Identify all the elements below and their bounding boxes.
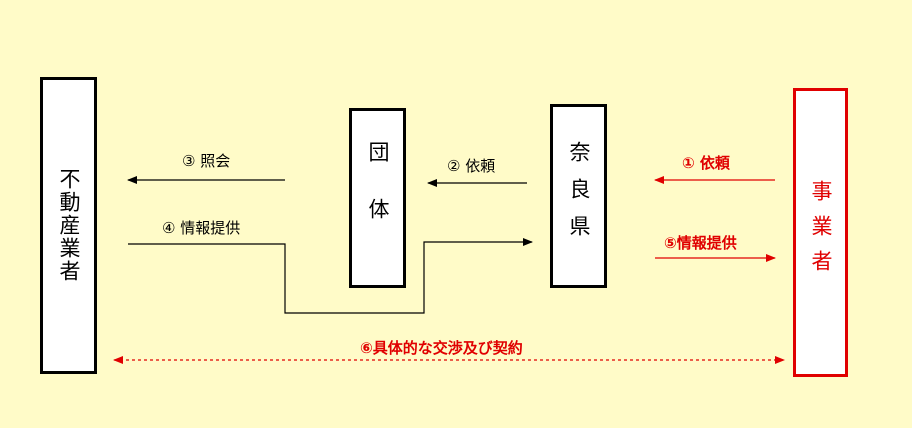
step6-label: ⑥具体的な交渉及び契約	[360, 339, 523, 357]
group-box: 団体	[349, 108, 406, 288]
realtor-box: 不動産業者	[40, 77, 97, 374]
step3-label: ③ 照会	[182, 152, 231, 170]
business-box: 事業者	[793, 88, 848, 377]
realtor-label: 不動産業者	[57, 168, 81, 283]
group-label: 団体	[366, 141, 390, 255]
step1-label: ① 依頼	[682, 154, 730, 172]
step4-arrow	[128, 238, 533, 314]
business-label: 事業者	[809, 180, 833, 285]
prefecture-box: 奈良県	[550, 104, 607, 288]
step5-label: ⑤情報提供	[664, 234, 737, 252]
step2-label: ② 依頼	[447, 157, 496, 175]
prefecture-label: 奈良県	[567, 140, 591, 252]
step4-label: ④ 情報提供	[162, 219, 241, 237]
